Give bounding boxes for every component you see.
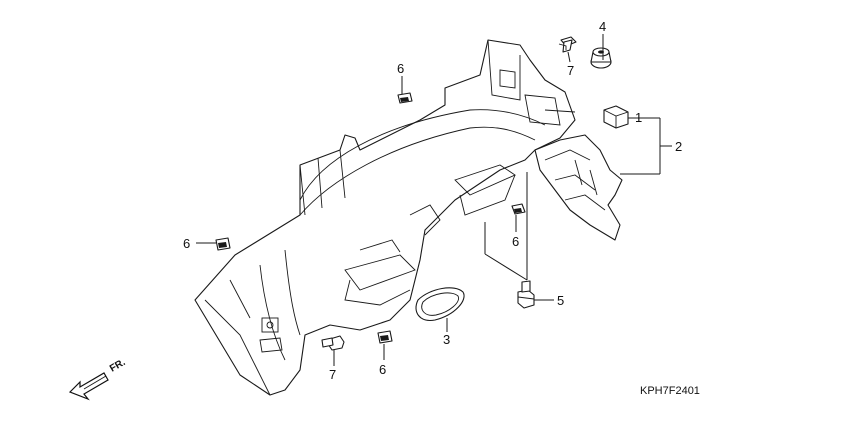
rear-fender-body (194, 39, 576, 396)
part-3-seal (415, 287, 465, 322)
callout-3: 3 (443, 332, 450, 347)
direction-label: FR. (108, 357, 128, 375)
callout-4: 4 (599, 19, 606, 34)
part-4-grommet (590, 47, 612, 69)
leader-lines (196, 34, 672, 366)
front-direction-arrow-icon (68, 372, 109, 401)
part-5-bolt (517, 280, 535, 309)
callout-6-mid: 6 (512, 234, 519, 249)
callout-6-left: 6 (183, 236, 190, 251)
callout-2: 2 (675, 139, 682, 154)
part-6-clip-top (397, 92, 413, 104)
part-7-screw-bottom (321, 335, 345, 351)
part-6-clip-bottom (377, 330, 393, 344)
callout-5: 5 (557, 293, 564, 308)
callout-6-top: 6 (397, 61, 404, 76)
part-code: KPH7F2401 (640, 385, 700, 397)
part-7-screw-top (558, 36, 577, 53)
callout-6-bottom: 6 (379, 362, 386, 377)
callout-1: 1 (635, 110, 642, 125)
part-6-clip-mid (511, 203, 526, 215)
mudflap-extension (534, 134, 623, 241)
part-6-clip-left (215, 237, 231, 251)
callout-7-bottom: 7 (329, 367, 336, 382)
part-1-cushion (603, 105, 629, 129)
callout-7-top: 7 (567, 63, 574, 78)
